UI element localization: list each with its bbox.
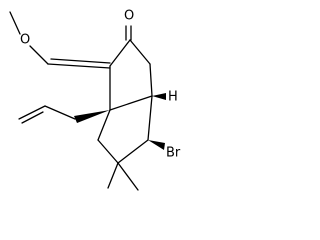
bond-c6-c6a	[97, 109, 111, 141]
bond-c5-methyl-down-right	[117, 162, 139, 191]
carbonyl-oxygen-label: O	[124, 9, 134, 24]
allyl-wedge-bond	[74, 110, 110, 123]
ether-oxygen-label: O	[20, 33, 30, 48]
bond-c5-c6	[97, 139, 119, 164]
bond-ether-oxygen-to-methine	[29, 45, 49, 65]
bond-c5-methyl-down-left	[107, 162, 119, 189]
stereo-hydrogen-label: H	[168, 90, 178, 105]
bromine-label: Br	[166, 146, 181, 161]
bond-c1-c2	[109, 39, 131, 67]
bond-c4-c5	[117, 139, 149, 164]
allyl-double-bond-inner	[21, 111, 44, 124]
bond-c2-c3	[129, 39, 151, 65]
bond-c3a-c4	[147, 95, 153, 141]
bond-c3-c3a	[149, 63, 153, 97]
bond-allyl-ch2-ch	[44, 105, 76, 120]
bromine-wedge-bond	[148, 140, 165, 150]
exocyclic-double-bond-outer	[47, 63, 111, 69]
exocyclic-double-bond-inner	[50, 58, 111, 64]
molecule-structure-drawing: O O H Br	[9, 9, 181, 191]
bond-c6a-c3a	[109, 95, 153, 111]
allyl-double-bond-outer	[18, 105, 46, 120]
hydrogen-wedge-bond	[152, 93, 166, 100]
bond-methyl-to-ether-oxygen	[9, 11, 21, 35]
